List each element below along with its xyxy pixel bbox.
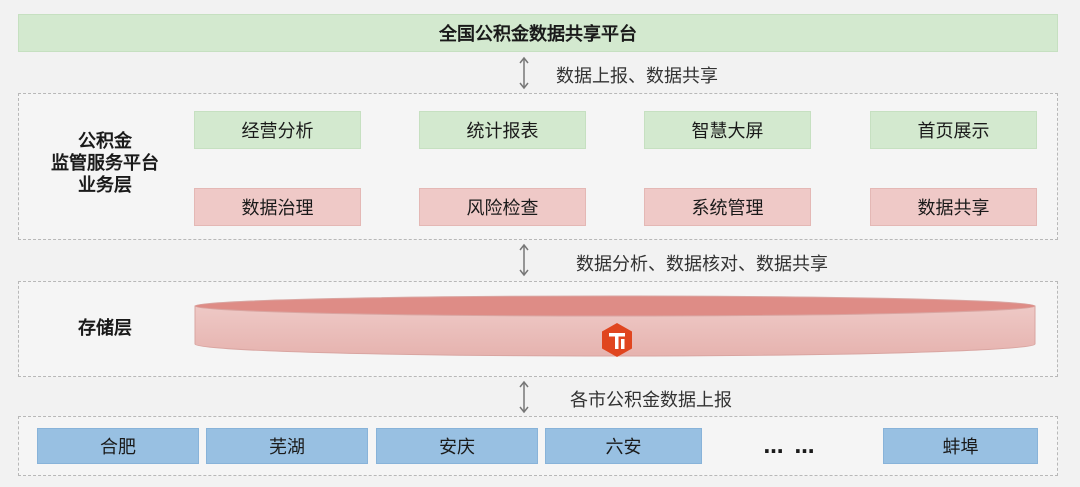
database-logo-icon	[602, 323, 632, 357]
double-arrow-icon	[519, 56, 529, 90]
business-layer-label-line3: 业务层	[78, 175, 132, 196]
double-arrow-icon	[519, 243, 529, 277]
national-platform-bar: 全国公积金数据共享平台	[18, 14, 1058, 52]
city-luan[interactable]: 六安	[545, 428, 702, 464]
arrow-label-city-report: 各市公积金数据上报	[570, 390, 732, 411]
double-arrow-icon	[519, 380, 529, 414]
storage-layer-label: 存储层	[78, 318, 132, 339]
module-data-sharing[interactable]: 数据共享	[870, 188, 1037, 226]
business-layer-label: 公积金 监管服务平台 业务层	[30, 128, 180, 200]
city-wuhu[interactable]: 芜湖	[206, 428, 368, 464]
city-anqing[interactable]: 安庆	[376, 428, 538, 464]
module-smart-screen[interactable]: 智慧大屏	[644, 111, 811, 149]
business-layer-label-line1: 公积金	[78, 131, 132, 152]
module-system-management[interactable]: 系统管理	[644, 188, 811, 226]
module-home-display[interactable]: 首页展示	[870, 111, 1037, 149]
business-layer-label-line2: 监管服务平台	[51, 153, 159, 174]
module-statistical-report[interactable]: 统计报表	[419, 111, 586, 149]
module-business-analysis[interactable]: 经营分析	[194, 111, 361, 149]
city-hefei[interactable]: 合肥	[37, 428, 199, 464]
arrow-label-analysis-check-share: 数据分析、数据核对、数据共享	[576, 254, 828, 275]
module-data-governance[interactable]: 数据治理	[194, 188, 361, 226]
city-bengbu[interactable]: 蚌埠	[883, 428, 1038, 464]
arrow-label-report-share: 数据上报、数据共享	[556, 66, 718, 87]
module-risk-check[interactable]: 风险检查	[419, 188, 586, 226]
city-ellipsis: … …	[763, 434, 817, 458]
